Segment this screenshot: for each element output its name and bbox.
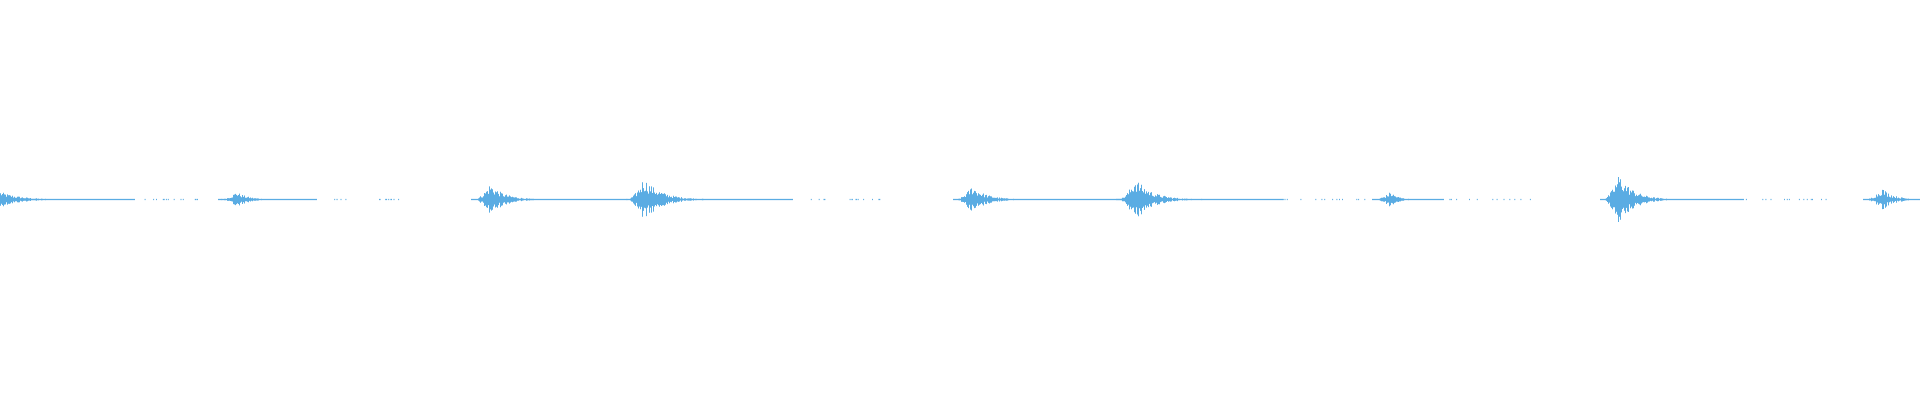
waveform-burst-path bbox=[953, 188, 1126, 211]
waveform-burst-path bbox=[1116, 182, 1283, 217]
waveform-noise bbox=[1282, 198, 1366, 201]
waveform-burst bbox=[0, 192, 223, 207]
waveform-burst-path bbox=[0, 192, 135, 207]
waveform-burst-path bbox=[218, 193, 317, 206]
waveform-noise bbox=[810, 198, 881, 201]
waveform-burst bbox=[1863, 189, 1920, 210]
waveform-burst-path bbox=[1600, 177, 1744, 222]
waveform-noise bbox=[144, 198, 223, 201]
waveform-noise bbox=[1449, 198, 1531, 201]
waveform-burst-path bbox=[471, 186, 625, 213]
waveform-burst bbox=[1372, 192, 1531, 207]
waveform-noise bbox=[1745, 198, 1827, 201]
waveform-burst bbox=[218, 193, 400, 206]
waveform-burst bbox=[1600, 177, 1827, 222]
waveform-burst bbox=[1116, 182, 1366, 217]
waveform-burst-path bbox=[1372, 192, 1444, 207]
waveform-burst bbox=[625, 182, 881, 217]
waveform-burst-path bbox=[1863, 189, 1920, 210]
waveform-noise bbox=[334, 198, 400, 201]
waveform-burst-path bbox=[625, 182, 793, 217]
